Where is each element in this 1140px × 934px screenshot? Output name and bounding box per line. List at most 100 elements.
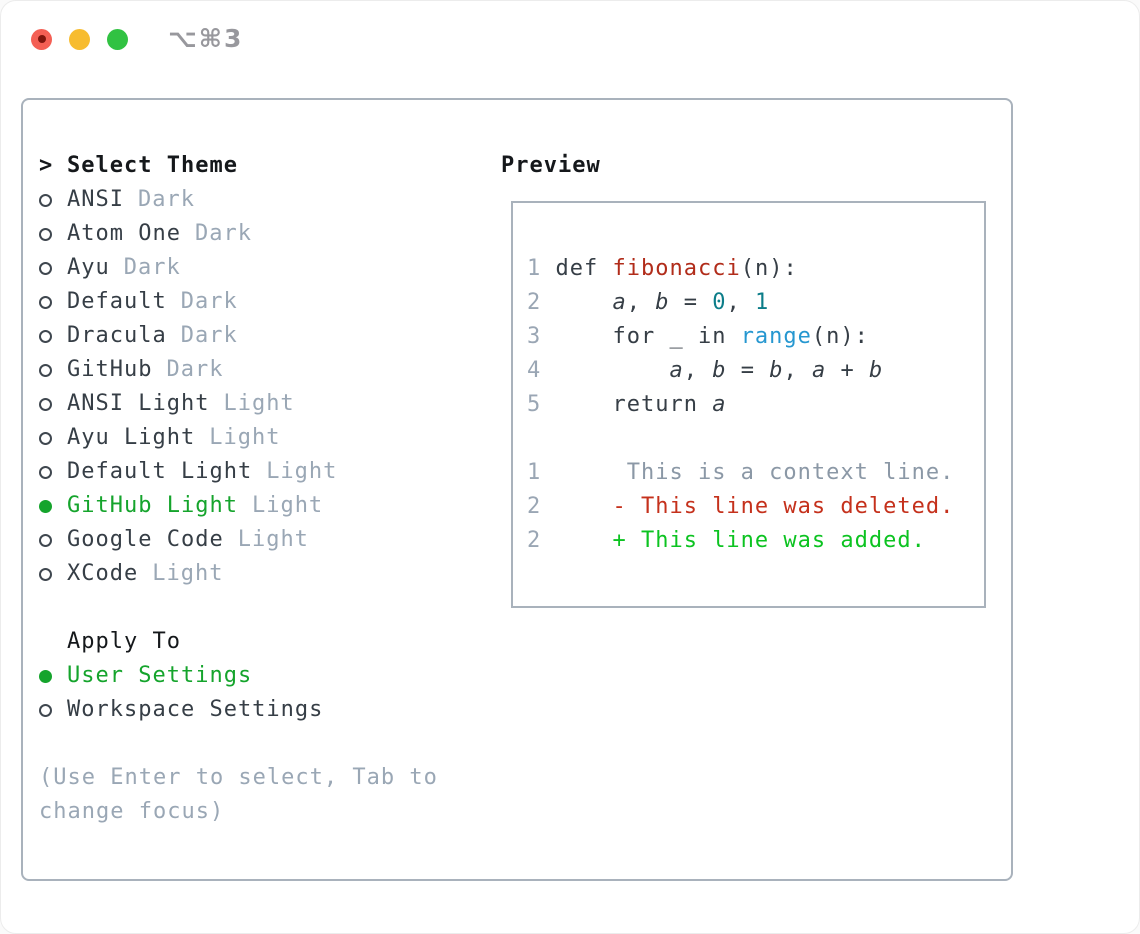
code-segment-num: 1 — [754, 290, 770, 315]
radio-circle — [39, 703, 52, 717]
code-line — [527, 422, 954, 456]
code-segment-pl: (n): — [740, 256, 798, 281]
minimize-button-icon[interactable] — [69, 28, 90, 50]
zoom-button-icon[interactable] — [107, 28, 128, 50]
hint-line-2: change focus) — [39, 799, 225, 824]
code-line: 3 for _ in range(n): — [527, 320, 954, 354]
radio-icon[interactable] — [39, 193, 67, 207]
radio-circle — [39, 397, 52, 411]
radio-selected-icon[interactable] — [39, 499, 67, 513]
code-line: 5 return a — [527, 388, 954, 422]
hint-text: (Use Enter to select, Tab to change focu… — [39, 761, 438, 829]
window-shortcut-label: ⌥⌘3 — [168, 24, 244, 53]
theme-name: Default — [67, 289, 167, 314]
radio-selected-icon[interactable] — [39, 669, 67, 683]
code-segment-ln: 2 — [527, 494, 542, 519]
radio-circle — [39, 465, 52, 479]
code-segment-pl: def — [541, 256, 613, 281]
theme-item-default-light[interactable]: Default Light Light — [39, 455, 438, 489]
theme-variant-label: Light — [223, 391, 295, 416]
code-segment-ln: 4 — [527, 358, 542, 383]
radio-circle — [39, 363, 52, 377]
radio-icon[interactable] — [39, 397, 67, 411]
code-segment-pl — [541, 290, 612, 315]
code-segment-ln: 2 — [527, 528, 542, 553]
radio-icon[interactable] — [39, 363, 67, 377]
code-line: 2 a, b = 0, 1 — [527, 286, 954, 320]
theme-item-ayu-light[interactable]: Ayu Light Light — [39, 421, 438, 455]
theme-name: Default Light — [67, 459, 253, 484]
hint-line-1: (Use Enter to select, Tab to — [39, 765, 438, 790]
code-segment-pl: , — [683, 358, 713, 383]
prompt-caret: > — [39, 153, 54, 178]
theme-name: Ayu — [67, 255, 110, 280]
theme-name: XCode — [67, 561, 139, 586]
theme-variant-label: Light — [266, 459, 338, 484]
radio-circle — [39, 669, 52, 683]
code-segment-pl: , — [783, 358, 812, 383]
code-segment-var: a — [612, 290, 627, 315]
radio-icon[interactable] — [39, 431, 67, 445]
theme-variant-label: Light — [152, 561, 224, 586]
radio-icon[interactable] — [39, 295, 67, 309]
code-segment-pl: return — [541, 392, 713, 417]
radio-circle — [39, 329, 52, 343]
code-segment-pl — [541, 358, 669, 383]
code-segment-pl: for _ in — [541, 324, 741, 349]
code-segment-fn: fibonacci — [612, 256, 741, 281]
code-segment-ln: 1 — [527, 460, 542, 485]
code-segment-var: a — [669, 358, 684, 383]
code-segment-ln: 5 — [527, 392, 542, 417]
theme-variant-label: Dark — [180, 289, 238, 314]
theme-variant-label: Dark — [123, 255, 181, 280]
radio-icon[interactable] — [39, 465, 67, 479]
radio-circle — [39, 567, 52, 581]
select-theme-header: > Select Theme — [39, 149, 438, 183]
theme-item-default[interactable]: Default Dark — [39, 285, 438, 319]
code-segment-ln: 3 — [527, 324, 542, 349]
radio-icon[interactable] — [39, 567, 67, 581]
apply-option-user-settings[interactable]: User Settings — [39, 659, 438, 693]
theme-name: Dracula — [67, 323, 167, 348]
apply-option-workspace-settings[interactable]: Workspace Settings — [39, 693, 438, 727]
theme-variant-label: Dark — [194, 221, 252, 246]
code-line: 1 def fibonacci(n): — [527, 252, 954, 286]
radio-icon[interactable] — [39, 703, 67, 717]
apply-to-title: Apply To — [67, 629, 181, 654]
code-segment-pl: + — [826, 358, 869, 383]
theme-variant-label: Dark — [166, 357, 224, 382]
theme-variant-label: Dark — [180, 323, 238, 348]
theme-name: GitHub — [67, 357, 153, 382]
theme-name: Atom One — [67, 221, 181, 246]
radio-icon[interactable] — [39, 533, 67, 547]
radio-icon[interactable] — [39, 227, 67, 241]
theme-item-xcode[interactable]: XCode Light — [39, 557, 438, 591]
code-line: 2 - This line was deleted. — [527, 490, 954, 524]
theme-name: ANSI — [67, 187, 124, 212]
radio-icon[interactable] — [39, 261, 67, 275]
theme-item-dracula[interactable]: Dracula Dark — [39, 319, 438, 353]
theme-item-ayu[interactable]: Ayu Dark — [39, 251, 438, 285]
code-segment-pl: = — [726, 358, 770, 383]
radio-icon[interactable] — [39, 329, 67, 343]
theme-name: GitHub Light — [67, 493, 238, 518]
theme-variant-label: Light — [209, 425, 281, 450]
code-segment-var: a — [811, 358, 827, 383]
theme-item-github[interactable]: GitHub Dark — [39, 353, 438, 387]
theme-picker-title: Select Theme — [67, 153, 238, 178]
close-button-icon[interactable] — [31, 28, 52, 50]
theme-item-atom-one[interactable]: Atom One Dark — [39, 217, 438, 251]
radio-circle — [39, 193, 52, 207]
code-segment-pl: , — [626, 290, 656, 315]
theme-name: Ayu Light — [67, 425, 196, 450]
titlebar: ⌥⌘3 — [31, 24, 244, 53]
